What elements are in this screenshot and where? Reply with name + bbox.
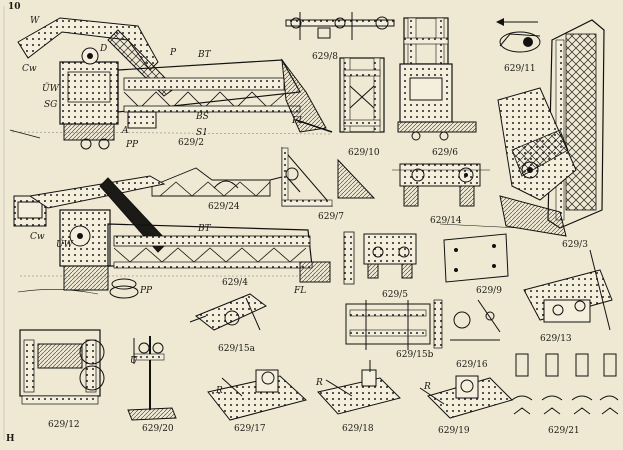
figure-label: 629/20 xyxy=(142,424,174,434)
figure-629-14-drawing xyxy=(392,163,490,207)
figure-629-8-drawing xyxy=(285,12,395,40)
figure-label: 629/21 xyxy=(548,426,580,436)
figure-label: 629/4 xyxy=(222,278,248,288)
figure-label: 629/14 xyxy=(430,216,462,226)
figure-629-18-drawing xyxy=(317,360,401,415)
figure-629-9-drawing xyxy=(439,223,521,283)
figure-label: 629/16 xyxy=(456,360,488,370)
figure-629-4-drawing xyxy=(13,175,331,299)
figure-label: 629/17 xyxy=(234,424,266,434)
figure-629-24-drawing xyxy=(151,167,301,197)
part-mark: A xyxy=(122,126,129,136)
figure-629-3-drawing xyxy=(497,19,605,237)
figure-label: 629/3 xyxy=(562,240,588,250)
figure-label: 629/10 xyxy=(348,148,380,158)
part-mark: BT xyxy=(198,50,211,60)
part-mark: ÜW xyxy=(42,84,59,94)
part-mark: PP xyxy=(126,140,139,150)
figure-629-16-drawing xyxy=(433,299,501,349)
figure-629-20-drawing xyxy=(127,336,177,421)
part-mark: ÜW xyxy=(56,240,73,250)
part-mark: SG xyxy=(44,100,58,110)
part-mark: S1 xyxy=(196,128,208,138)
figure-label: 629/24 xyxy=(208,202,240,212)
figure-label: 629/18 xyxy=(342,424,374,434)
figure-label: 629/15b xyxy=(396,350,434,360)
figure-629-21-drawing xyxy=(511,353,619,415)
part-mark: FL xyxy=(292,116,305,126)
figure-629-7-drawing xyxy=(281,146,376,207)
part-mark: Cw xyxy=(22,64,37,74)
part-mark: U xyxy=(130,356,138,366)
figure-629-15a-drawing xyxy=(189,293,267,331)
figure-label: 629/6 xyxy=(432,148,458,158)
figure-label: 629/7 xyxy=(318,212,344,222)
corner-mark: H xyxy=(6,434,15,444)
figure-629-19-drawing xyxy=(419,375,513,419)
figure-label: 629/11 xyxy=(504,64,536,74)
part-mark: FL xyxy=(294,286,307,296)
figure-629-10-drawing xyxy=(339,57,385,133)
figure-label: 629/15a xyxy=(218,344,256,354)
figure-label: 629/2 xyxy=(178,138,204,148)
part-mark: W xyxy=(30,16,40,26)
part-mark: D xyxy=(100,44,108,54)
part-mark: R xyxy=(424,382,431,392)
part-mark: PP xyxy=(140,286,153,296)
figure-629-15b-drawing xyxy=(345,300,431,350)
figure-629-11-drawing xyxy=(496,18,541,53)
figure-629-17-drawing xyxy=(207,369,308,421)
figure-629-6-drawing xyxy=(397,17,477,141)
figure-629-5-drawing xyxy=(343,231,417,285)
page-number: 10 xyxy=(8,2,21,12)
part-mark: Cw xyxy=(30,232,45,242)
figure-629-12-drawing xyxy=(19,329,105,405)
part-mark: P xyxy=(170,48,177,58)
figure-label: 629/8 xyxy=(312,52,338,62)
part-mark: BS xyxy=(196,112,209,122)
figure-629-13-drawing xyxy=(523,249,613,331)
part-mark: R xyxy=(216,386,223,396)
figure-label: 629/13 xyxy=(540,334,572,344)
figure-label: 629/5 xyxy=(382,290,408,300)
figure-629-2-drawing xyxy=(9,17,333,150)
part-mark: R xyxy=(316,378,323,388)
part-mark: BT xyxy=(198,224,211,234)
figure-label: 629/9 xyxy=(476,286,502,296)
figure-label: 629/19 xyxy=(438,426,470,436)
figure-label: 629/12 xyxy=(48,420,80,430)
